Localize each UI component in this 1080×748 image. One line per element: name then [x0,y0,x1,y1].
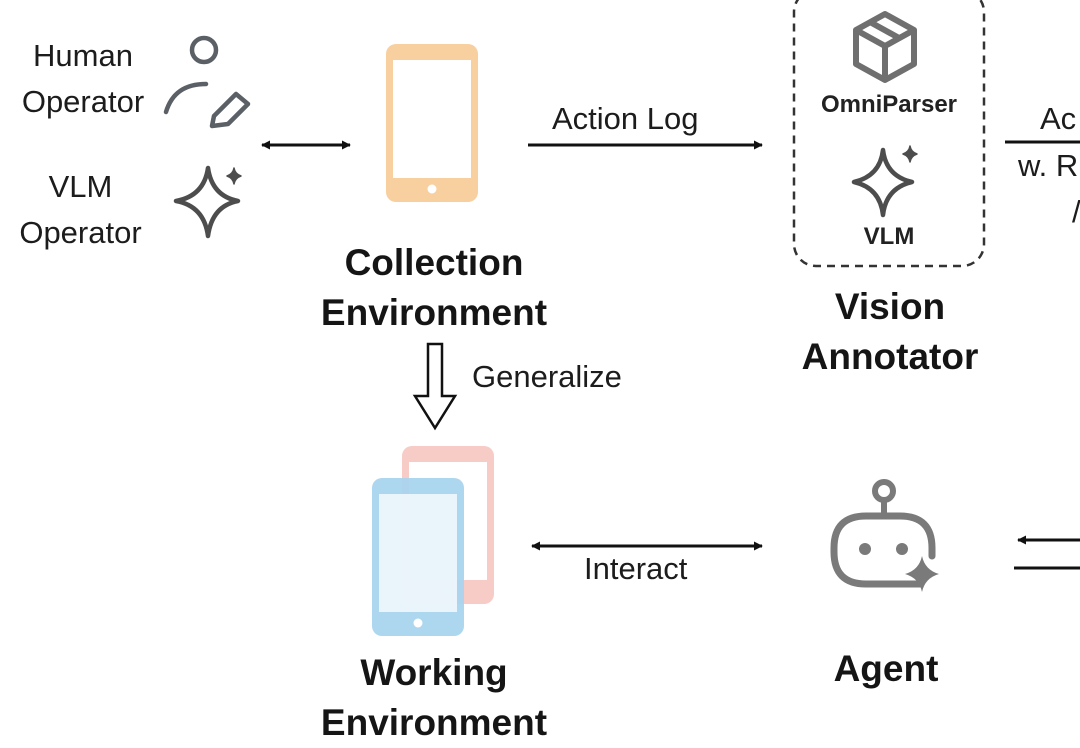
working-phones-icon [372,446,494,636]
robot-icon [830,479,939,592]
interact-label: Interact [584,551,688,586]
annotator-vlm-label: VLM [863,223,915,250]
collection-phone-icon [386,44,478,202]
action-log-label: Action Log [552,101,699,136]
generalize-arrow [412,342,458,431]
working-environment-title: Working Environment [320,652,548,743]
package-icon [853,11,917,83]
generalize-label: Generalize [472,359,622,394]
person-edit-icon [163,35,251,129]
vision-annotator-title: Vision Annotator [801,286,979,377]
right-partial-label-1: Ac [1040,101,1077,136]
omniparser-label: OmniParser [820,91,958,118]
right-partial-label-3: / [1072,194,1080,229]
agent-title: Agent [833,648,939,689]
collection-environment-title: Collection Environment [320,242,548,333]
right-partial-label-2: w. R [1018,148,1079,183]
sparkle-icon [851,145,918,218]
human-operator-label: Human Operator [21,38,145,119]
vlm-operator-label: VLM Operator [19,169,142,250]
annotator-box [792,0,986,268]
sparkle-icon [173,165,242,239]
